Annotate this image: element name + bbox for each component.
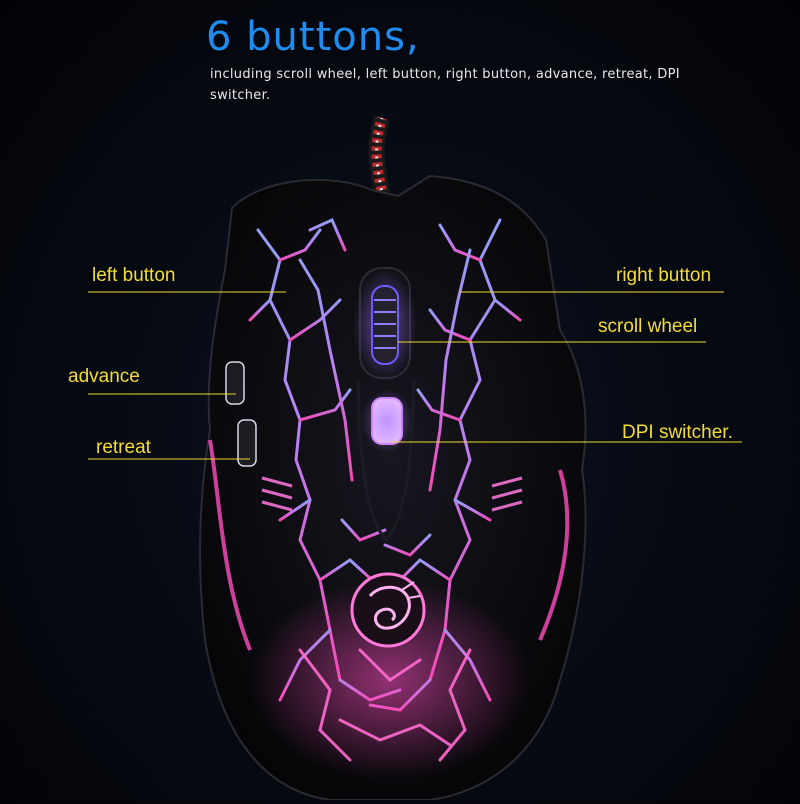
side-vents [261,476,523,512]
label-scroll-wheel: scroll wheel [598,316,698,337]
retreat-side-button [237,419,257,467]
label-dpi-switcher: DPI switcher. [622,422,733,443]
label-left-button: left button [92,265,176,286]
label-advance: advance [68,366,140,387]
label-right-button: right button [616,265,712,286]
dragon-logo [350,572,426,648]
advance-side-button [225,361,245,405]
subtitle: including scroll wheel, left button, rig… [210,67,680,103]
headline: 6 buttons, [206,14,420,60]
label-retreat: retreat [96,437,151,458]
